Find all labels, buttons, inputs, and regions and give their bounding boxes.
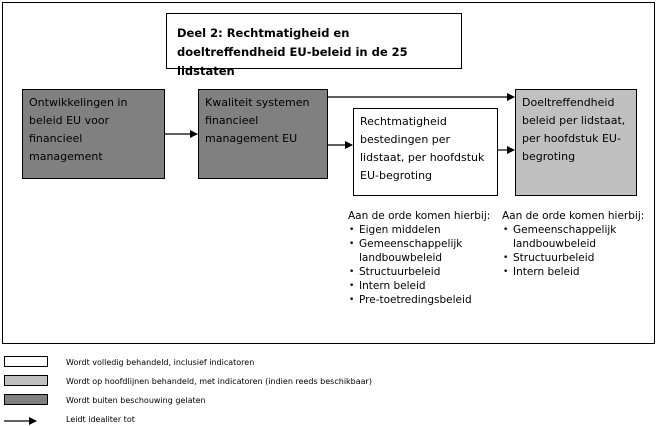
note-legality-heading: Aan de orde komen hierbij: <box>348 210 491 222</box>
list-item: Pre-toetredingsbeleid <box>348 293 508 307</box>
list-item: Intern beleid <box>348 279 508 293</box>
legend-text-light: Wordt op hoofdlijnen behandeld, met indi… <box>66 377 372 386</box>
list-item: Eigen middelen <box>348 223 508 237</box>
list-item: Structuurbeleid <box>502 251 652 265</box>
legend-text-arrow: Leidt idealiter tot <box>66 415 135 424</box>
legend-text-white: Wordt volledig behandeld, inclusief indi… <box>66 358 255 367</box>
list-item: Gemeenschappelijk landbouwbeleid <box>348 237 508 265</box>
legend-swatch-white <box>4 356 48 367</box>
box-developments: Ontwikkelingen in beleid EU voor financi… <box>22 89 165 179</box>
legend-text-dark: Wordt buiten beschouwing gelaten <box>66 396 206 405</box>
note-legality-list: Eigen middelen Gemeenschappelijk landbou… <box>348 223 508 307</box>
list-item: Structuurbeleid <box>348 265 508 279</box>
list-item: Gemeenschappelijk landbouwbeleid <box>502 223 652 251</box>
box-quality: Kwaliteit systemen financieel management… <box>198 89 328 179</box>
note-legality: Aan de orde komen hierbij: Eigen middele… <box>348 209 508 307</box>
diagram-title: Deel 2: Rechtmatigheid en doeltreffendhe… <box>166 13 462 78</box>
note-effectiveness-heading: Aan de orde komen hierbij: <box>502 210 645 222</box>
note-effectiveness-list: Gemeenschappelijk landbouwbeleid Structu… <box>502 223 652 279</box>
box-effectiveness: Doeltreffendheid beleid per lidstaat, pe… <box>515 89 637 196</box>
legend-swatch-light <box>4 375 48 386</box>
note-effectiveness: Aan de orde komen hierbij: Gemeenschappe… <box>502 209 652 279</box>
legend-swatch-dark <box>4 394 48 405</box>
diagram-frame <box>2 2 655 344</box>
list-item: Intern beleid <box>502 265 652 279</box>
box-legality: Rechtmatigheid bestedingen per lidstaat,… <box>353 108 498 196</box>
